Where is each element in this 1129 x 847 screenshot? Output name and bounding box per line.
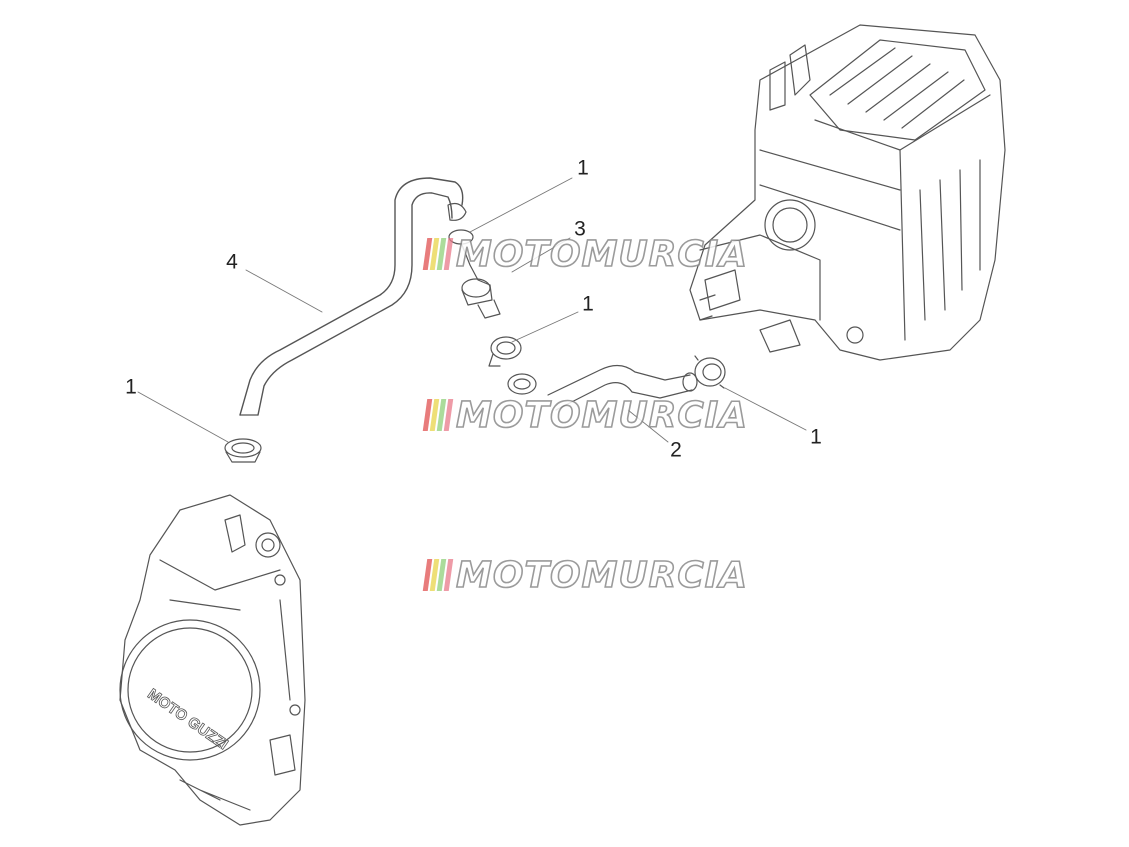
watermark-text: MOTOMURCIA — [455, 394, 749, 437]
watermark-text: MOTOMURCIA — [455, 233, 749, 276]
leader-lines — [137, 177, 807, 443]
air-filter-box-icon — [689, 24, 1006, 361]
engine-side-cover-icon — [119, 494, 306, 826]
callout-1-right: 1 — [810, 425, 822, 449]
callout-1-middle: 1 — [582, 292, 594, 316]
valve-fitting-icon — [448, 229, 501, 319]
long-breather-hose-icon — [239, 177, 467, 416]
hose-clamp-icon — [488, 336, 522, 367]
callout-2: 2 — [670, 438, 682, 462]
watermark: MOTOMURCIA — [422, 233, 749, 276]
callout-1-left: 1 — [125, 375, 137, 399]
bent-hose-icon — [507, 364, 698, 411]
callout-1-top: 1 — [577, 156, 589, 180]
watermark-text: MOTOMURCIA — [455, 554, 749, 597]
watermark: MOTOMURCIA — [422, 394, 749, 437]
watermark-stripes — [422, 559, 454, 591]
watermark-stripes — [422, 238, 454, 270]
hose-clamp-icon — [224, 438, 262, 463]
hose-clamp-icon — [694, 355, 726, 389]
callout-3: 3 — [574, 217, 586, 241]
callout-4: 4 — [226, 250, 238, 274]
watermark-stripes — [422, 399, 454, 431]
watermark: MOTOMURCIA — [422, 554, 749, 597]
